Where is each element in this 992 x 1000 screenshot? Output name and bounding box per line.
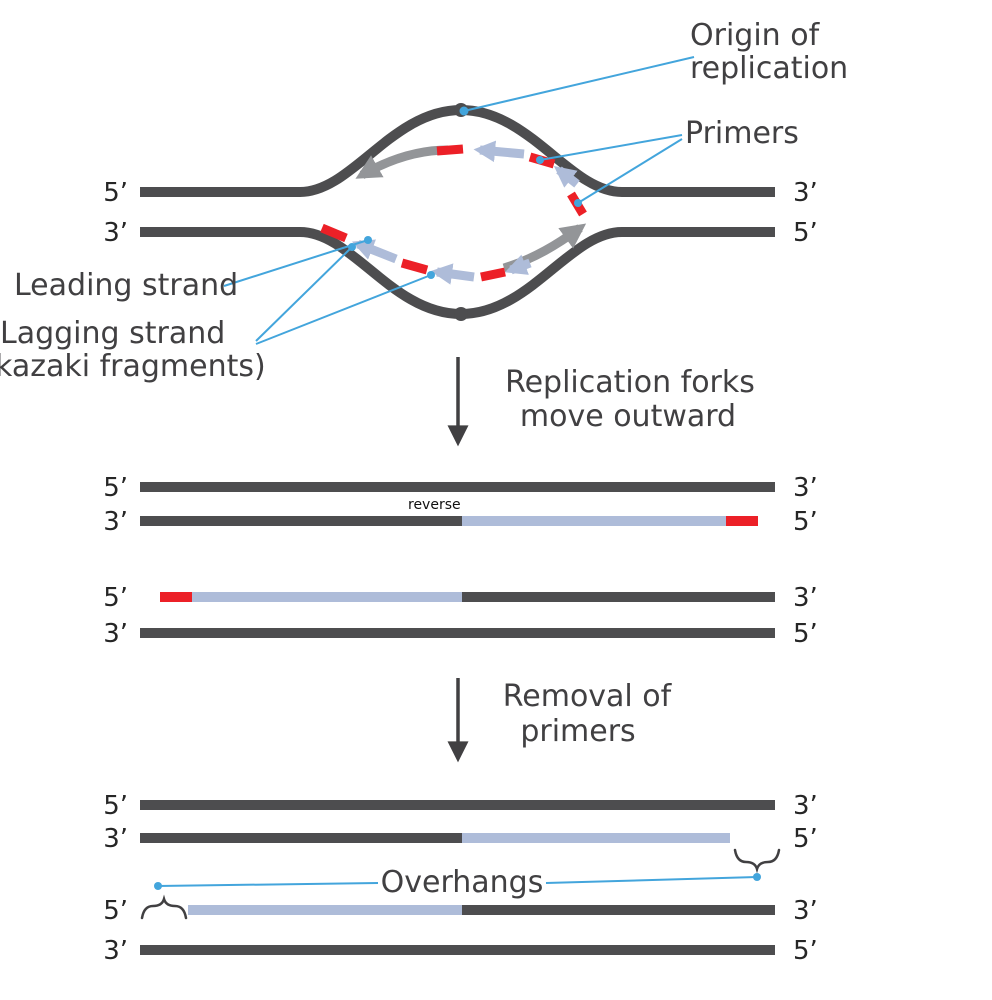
okazaki-fragment [430, 263, 475, 285]
prime-label: 3’ [793, 791, 818, 821]
lagging-strand-pointer-line [255, 246, 353, 342]
origin-pointer-line [463, 56, 695, 112]
template-strand [140, 482, 775, 492]
primer-segment [320, 223, 348, 243]
primer-segment [400, 258, 429, 275]
reverse-note: reverse [408, 497, 461, 513]
step2-label-line1: Removal of [503, 679, 673, 714]
new-strand [462, 516, 726, 526]
prime-label: 5’ [103, 896, 128, 926]
prime-label: 5’ [793, 507, 818, 537]
leading-strand-label: Leading strand [14, 268, 238, 303]
overhang-brace-right [733, 848, 781, 874]
step1-label-line1: Replication forks [505, 365, 755, 400]
primer-segment [480, 267, 506, 282]
new-strand [462, 833, 730, 843]
okazaki-fragment [553, 166, 580, 188]
okazaki-fragment [473, 140, 525, 163]
template-strand [140, 516, 462, 526]
primers-pointer-dot [574, 199, 582, 207]
step1-label-line2: move outward [520, 399, 736, 434]
primers-pointer-line [577, 138, 683, 204]
prime-label: 5’ [103, 473, 128, 503]
overhangs-pointer-line [545, 876, 758, 884]
prime-label: 5’ [793, 824, 818, 854]
template-strand [462, 592, 775, 602]
origin-label-line2: replication [690, 51, 848, 86]
primer-segment [726, 516, 758, 526]
origin-label-line1: Origin of [690, 18, 821, 53]
template-strand [140, 800, 775, 810]
step2-label-line2: primers [520, 714, 635, 749]
prime-label: 3’ [103, 936, 128, 966]
overhangs-pointer-line [157, 882, 379, 887]
overhangs-label: Overhangs [381, 865, 544, 900]
primer-segment [436, 144, 464, 156]
prime-label: 5’ [103, 178, 128, 208]
prime-label: 5’ [793, 619, 818, 649]
prime-label: 3’ [103, 619, 128, 649]
template-strand [140, 628, 775, 638]
prime-label: 5’ [793, 218, 818, 248]
prime-label: 5’ [103, 791, 128, 821]
prime-label: 3’ [103, 218, 128, 248]
overhang-brace-left [140, 894, 188, 920]
primers-pointer-line [539, 134, 683, 161]
leading-strand-pointer-line [223, 239, 369, 287]
origin-pointer-dot [459, 106, 469, 116]
overhangs-pointer-dot [154, 882, 162, 890]
prime-label: 3’ [103, 507, 128, 537]
overhangs-pointer-dot [753, 873, 761, 881]
origin-node-bottom [454, 307, 468, 321]
prime-label: 3’ [793, 473, 818, 503]
template-strand [140, 833, 462, 843]
lagging-strand-pointer-dot [427, 271, 435, 279]
leading-strand-pointer-dot [364, 236, 372, 244]
prime-label: 3’ [793, 178, 818, 208]
prime-label: 3’ [103, 824, 128, 854]
prime-label: 3’ [793, 583, 818, 613]
prime-label: 5’ [793, 936, 818, 966]
prime-label: 3’ [793, 896, 818, 926]
okazaki-fragment [504, 254, 532, 275]
primers-pointer-dot [536, 156, 544, 164]
lagging-strand-label-line1: Lagging strand [0, 316, 225, 351]
lagging-strand-pointer-line [255, 274, 432, 345]
template-strand [462, 905, 775, 915]
new-strand [192, 592, 462, 602]
primers-label: Primers [685, 116, 799, 151]
template-strand [140, 945, 775, 955]
lagging-strand-label-line2: kazaki fragments) [0, 349, 266, 384]
primer-segment [160, 592, 192, 602]
new-strand [188, 905, 462, 915]
leading-strand-segment [351, 239, 398, 264]
lagging-strand-pointer-dot [348, 243, 356, 251]
prime-label: 5’ [103, 583, 128, 613]
